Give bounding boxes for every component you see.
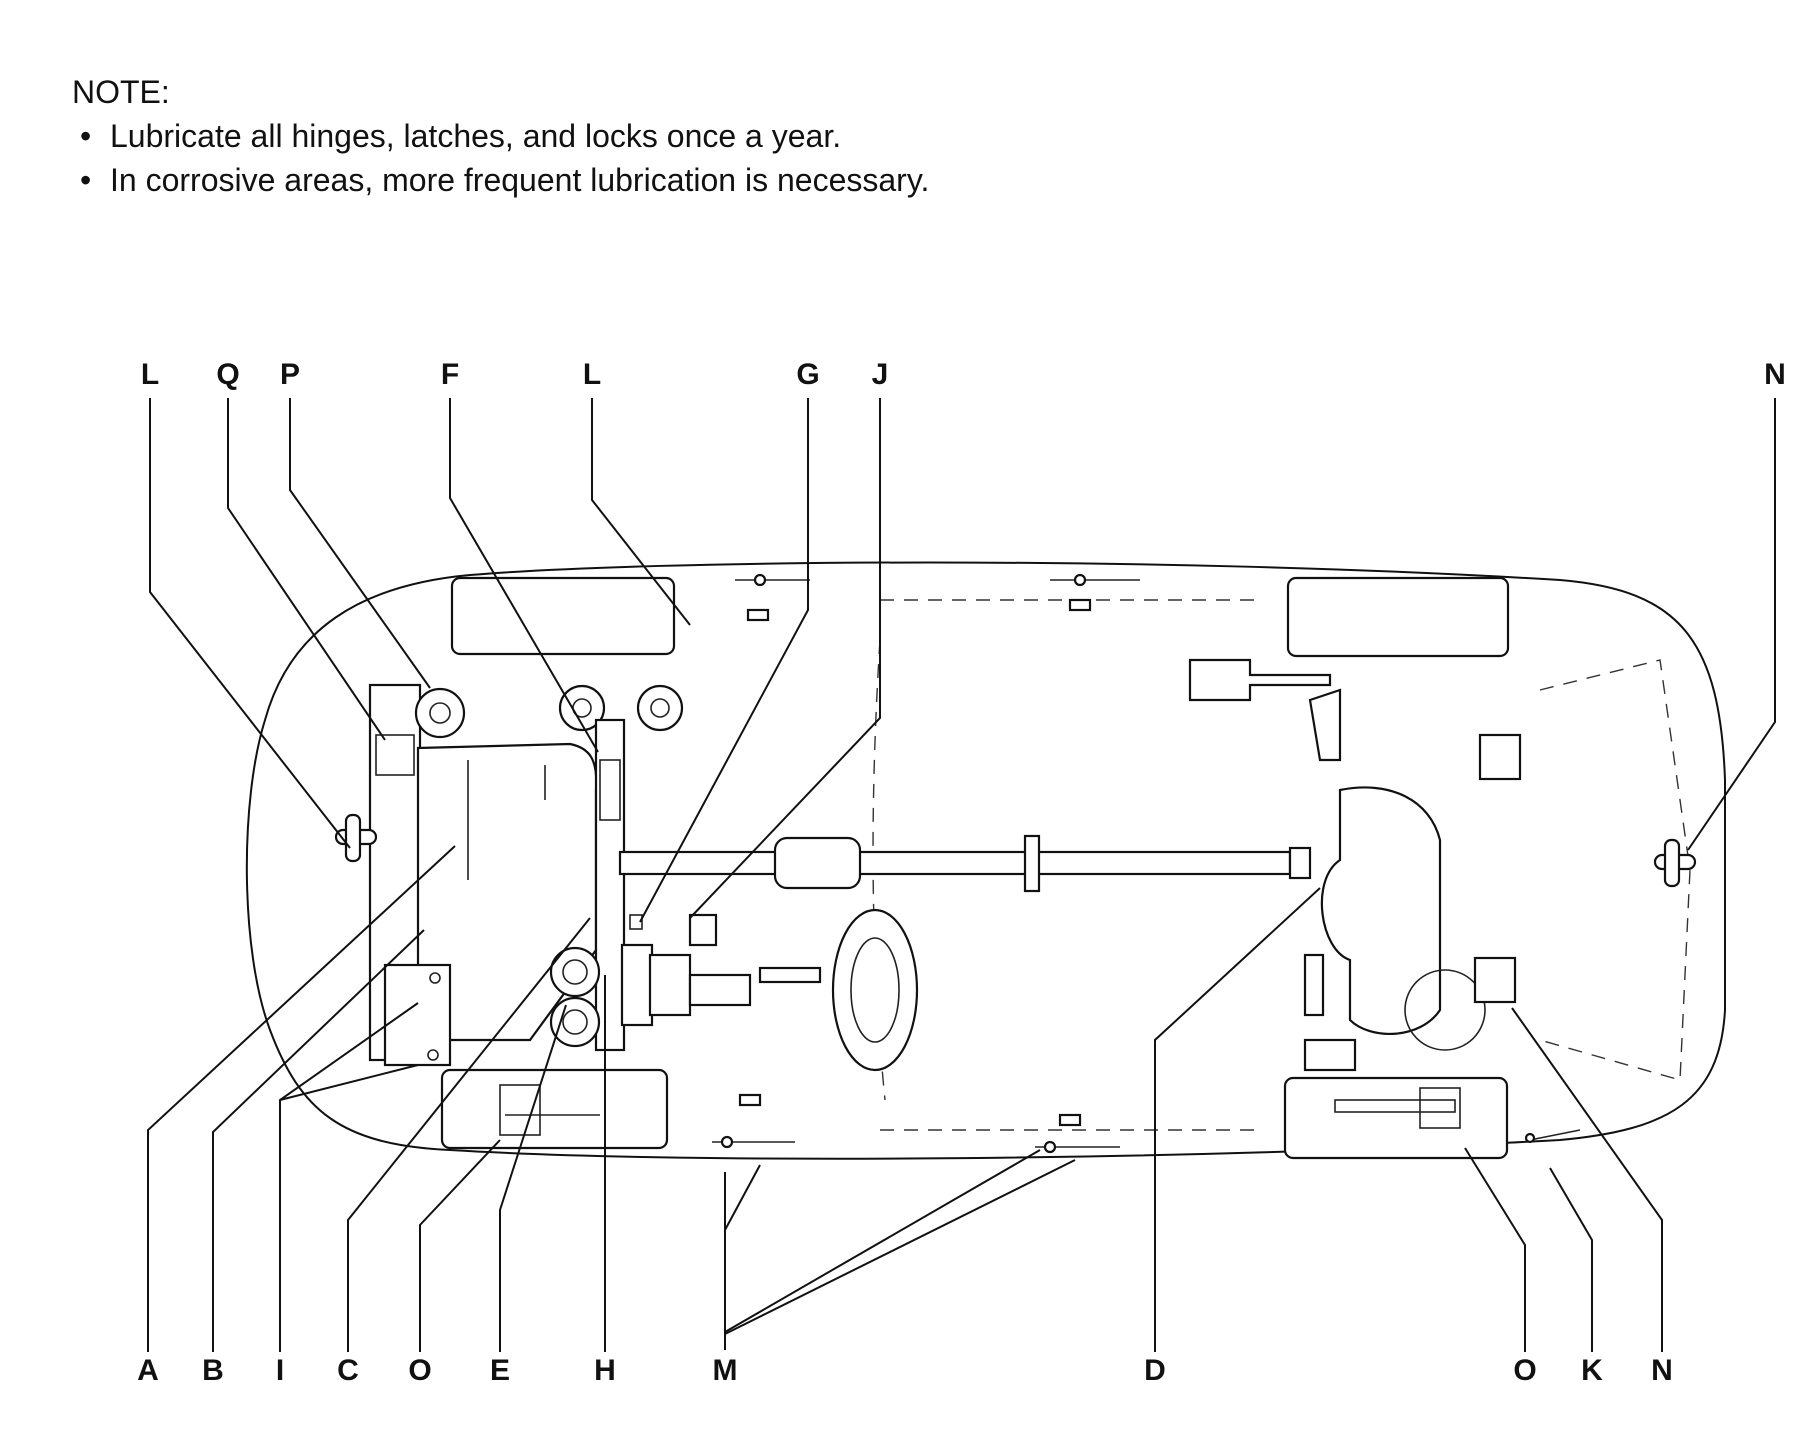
svg-text:B: B bbox=[202, 1354, 224, 1387]
label-A: A bbox=[137, 845, 456, 1387]
svg-text:H: H bbox=[594, 1354, 616, 1387]
label-L-front: L bbox=[141, 358, 351, 849]
label-D: D bbox=[1144, 887, 1321, 1387]
reservoir-right bbox=[636, 684, 684, 732]
fuel-door-hinge bbox=[1524, 1129, 1581, 1144]
front-lock-symbol bbox=[334, 813, 378, 863]
label-N-bottom: N bbox=[1511, 1007, 1673, 1387]
note-block: NOTE: Lubricate all hinges, latches, and… bbox=[72, 70, 929, 202]
front-left-wheel bbox=[450, 576, 676, 656]
label-L-mid: L bbox=[583, 358, 691, 626]
svg-text:N: N bbox=[1651, 1354, 1673, 1387]
cabin-outline bbox=[872, 599, 1260, 1131]
label-O-front: O bbox=[408, 1139, 501, 1387]
svg-text:O: O bbox=[1513, 1354, 1536, 1387]
label-Q: Q bbox=[216, 358, 386, 741]
svg-text:Q: Q bbox=[216, 358, 239, 391]
drive-shaft bbox=[618, 850, 1292, 876]
label-K: K bbox=[1549, 1167, 1603, 1387]
rear-latch-lower bbox=[1473, 956, 1517, 1004]
label-G: G bbox=[639, 358, 820, 923]
note-item: Lubricate all hinges, latches, and locks… bbox=[72, 114, 929, 158]
brake-master bbox=[549, 946, 601, 998]
svg-text:K: K bbox=[1581, 1354, 1603, 1387]
svg-text:I: I bbox=[276, 1354, 284, 1387]
label-I: I bbox=[276, 1002, 419, 1387]
note-title: NOTE: bbox=[72, 74, 170, 110]
label-N-top: N bbox=[1687, 358, 1786, 851]
label-M: M bbox=[713, 1149, 1076, 1387]
label-O-rear: O bbox=[1464, 1147, 1537, 1387]
svg-text:F: F bbox=[441, 358, 459, 391]
svg-text:G: G bbox=[796, 358, 819, 391]
svg-text:M: M bbox=[713, 1354, 738, 1387]
steering-wheel bbox=[831, 908, 919, 1072]
svg-text:L: L bbox=[583, 358, 601, 391]
door-hinge-rear-right bbox=[1035, 1113, 1120, 1154]
label-P: P bbox=[280, 358, 431, 689]
rear-left-wheel bbox=[1286, 576, 1510, 658]
svg-text:O: O bbox=[408, 1354, 431, 1387]
door-hinge-front-left bbox=[735, 573, 810, 622]
label-H: H bbox=[594, 975, 616, 1387]
rear-right-wheel bbox=[1283, 1076, 1509, 1160]
rear-cabin-outline bbox=[1539, 659, 1691, 1081]
door-hinge-rear-left bbox=[1050, 573, 1140, 612]
brake-booster bbox=[620, 943, 654, 1027]
note-list: Lubricate all hinges, latches, and locks… bbox=[72, 114, 929, 202]
label-E: E bbox=[490, 1004, 567, 1387]
rear-lock-symbol bbox=[1653, 838, 1697, 888]
front-right-wheel bbox=[440, 1068, 669, 1150]
svg-text:L: L bbox=[141, 358, 159, 391]
reservoir-mid bbox=[558, 684, 606, 732]
reservoir-left bbox=[414, 687, 466, 739]
label-B: B bbox=[202, 929, 425, 1387]
svg-text:A: A bbox=[137, 1354, 159, 1387]
label-F: F bbox=[441, 358, 599, 753]
note-item: In corrosive areas, more frequent lubric… bbox=[72, 158, 929, 202]
rear-differential bbox=[1320, 786, 1442, 1036]
svg-text:C: C bbox=[337, 1354, 359, 1387]
label-C: C bbox=[337, 917, 591, 1387]
door-hinge-front-right bbox=[712, 1093, 795, 1149]
label-J: J bbox=[689, 358, 889, 919]
rear-latch-upper bbox=[1478, 733, 1522, 781]
svg-text:N: N bbox=[1764, 358, 1786, 391]
svg-text:E: E bbox=[490, 1354, 510, 1387]
svg-text:D: D bbox=[1144, 1354, 1166, 1387]
clutch-master bbox=[549, 996, 601, 1048]
svg-text:P: P bbox=[280, 358, 300, 391]
svg-text:J: J bbox=[872, 358, 889, 391]
